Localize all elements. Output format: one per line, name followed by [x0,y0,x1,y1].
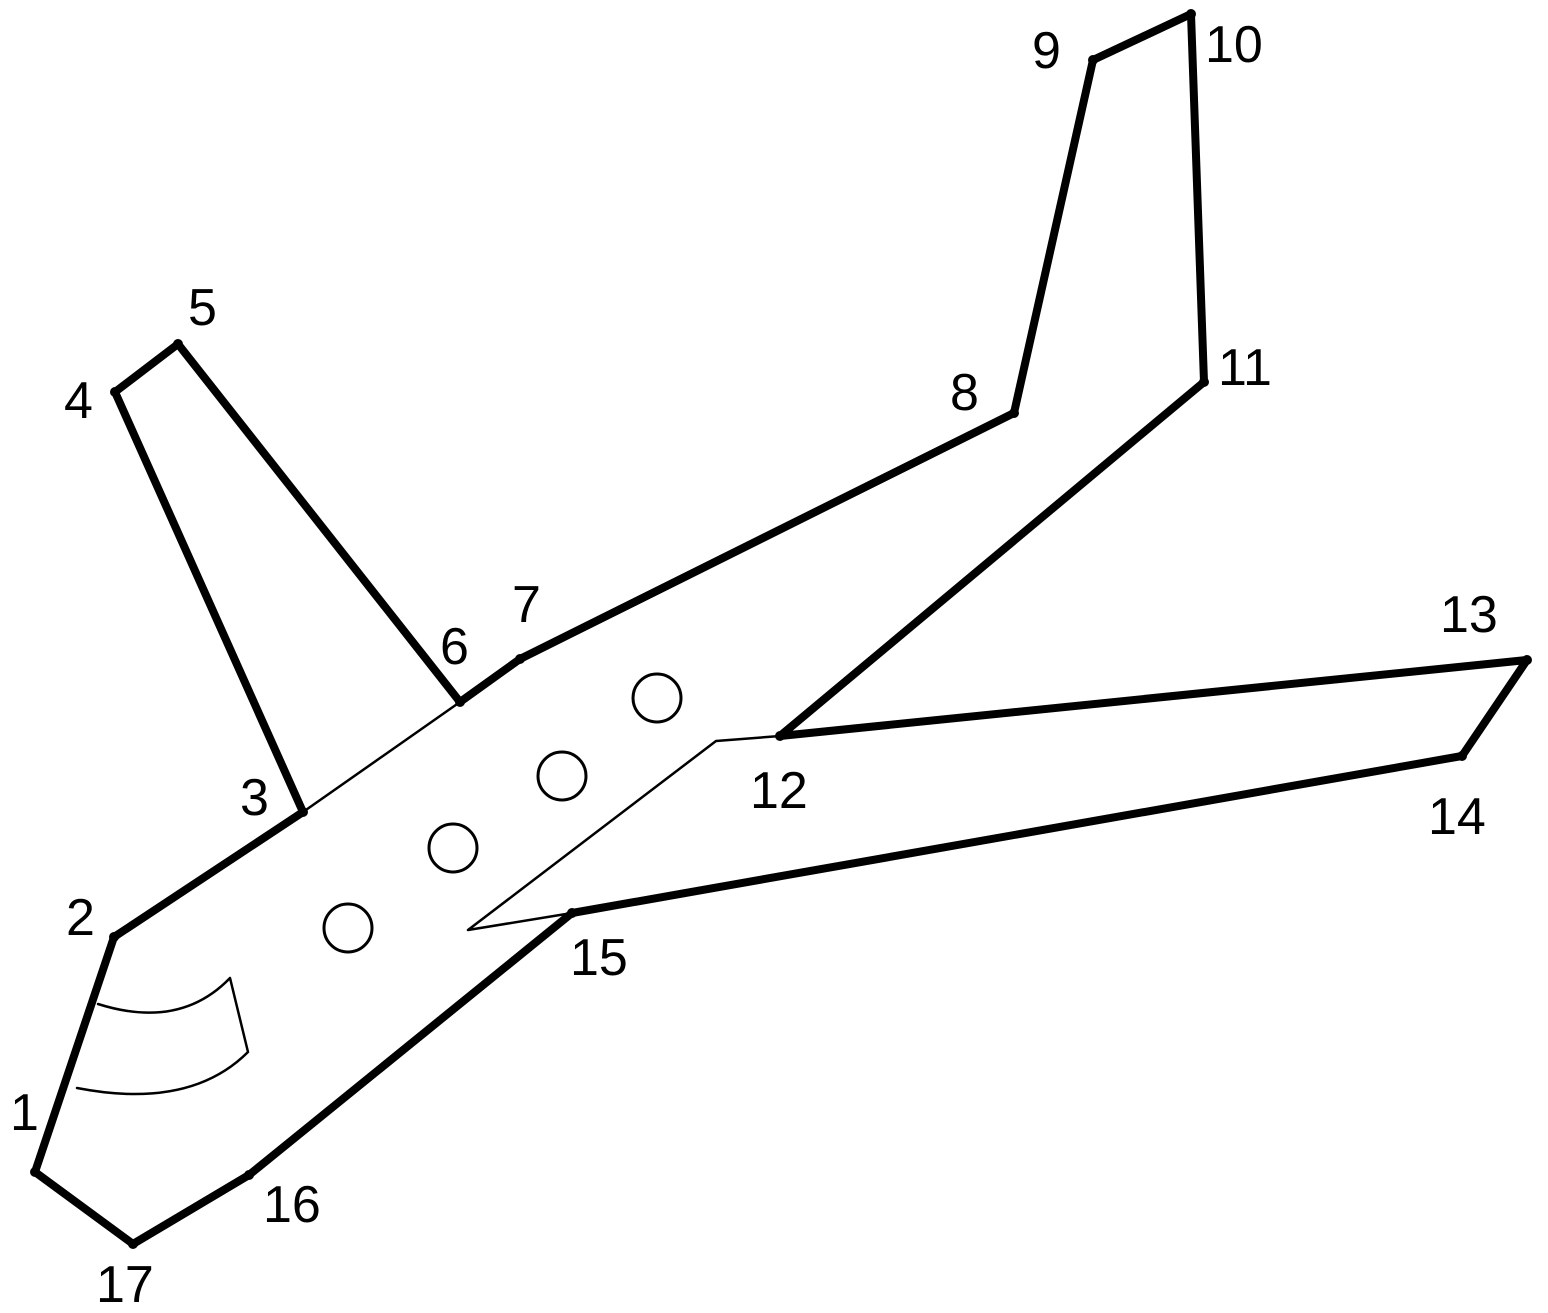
vertex-dot [109,932,119,942]
vertex-dot [298,807,308,817]
vertex-dot [1186,9,1196,19]
point-label-2: 2 [66,889,95,947]
vertex-dot [1009,408,1019,418]
vertex-dot [30,1167,40,1177]
cockpit-windshield [75,976,250,1096]
point-label-16: 16 [263,1176,321,1234]
window-circle [322,902,374,954]
vertex-dot [244,1170,254,1180]
window-circle [536,750,588,802]
window-circle [631,672,683,724]
point-label-8: 8 [950,364,979,422]
point-label-12: 12 [750,762,808,820]
point-label-11: 11 [1218,339,1272,397]
vertex-dot [128,1239,138,1249]
point-label-1: 1 [10,1084,39,1142]
point-label-14: 14 [1428,788,1486,846]
wing-root-guide-line [466,734,782,932]
window-circle [427,822,479,874]
point-label-6: 6 [440,618,469,676]
vertex-dot [455,697,465,707]
vertex-dot [1457,751,1467,761]
point-label-4: 4 [64,372,93,430]
vertex-dot [173,339,183,349]
point-label-13: 13 [1440,586,1498,644]
point-label-5: 5 [188,279,217,337]
airplane-outline [31,10,1531,1248]
vertex-dot [1088,55,1098,65]
fuselage-top-guide-line [301,700,462,814]
point-label-7: 7 [512,576,541,634]
point-label-17: 17 [96,1256,154,1313]
vertex-dot [567,908,577,918]
point-label-10: 10 [1205,16,1263,74]
vertex-dot [515,654,525,664]
vertex-dot [110,387,120,397]
vertex-dots [30,9,1532,1249]
vertex-dot [775,731,785,741]
vertex-dot [1522,655,1532,665]
vertex-dot [1199,377,1209,387]
point-labels: 1 2 3 4 5 6 7 8 9 10 11 12 13 14 15 16 1… [10,16,1498,1313]
point-label-15: 15 [570,929,628,987]
point-label-9: 9 [1032,22,1061,80]
point-label-3: 3 [240,769,269,827]
